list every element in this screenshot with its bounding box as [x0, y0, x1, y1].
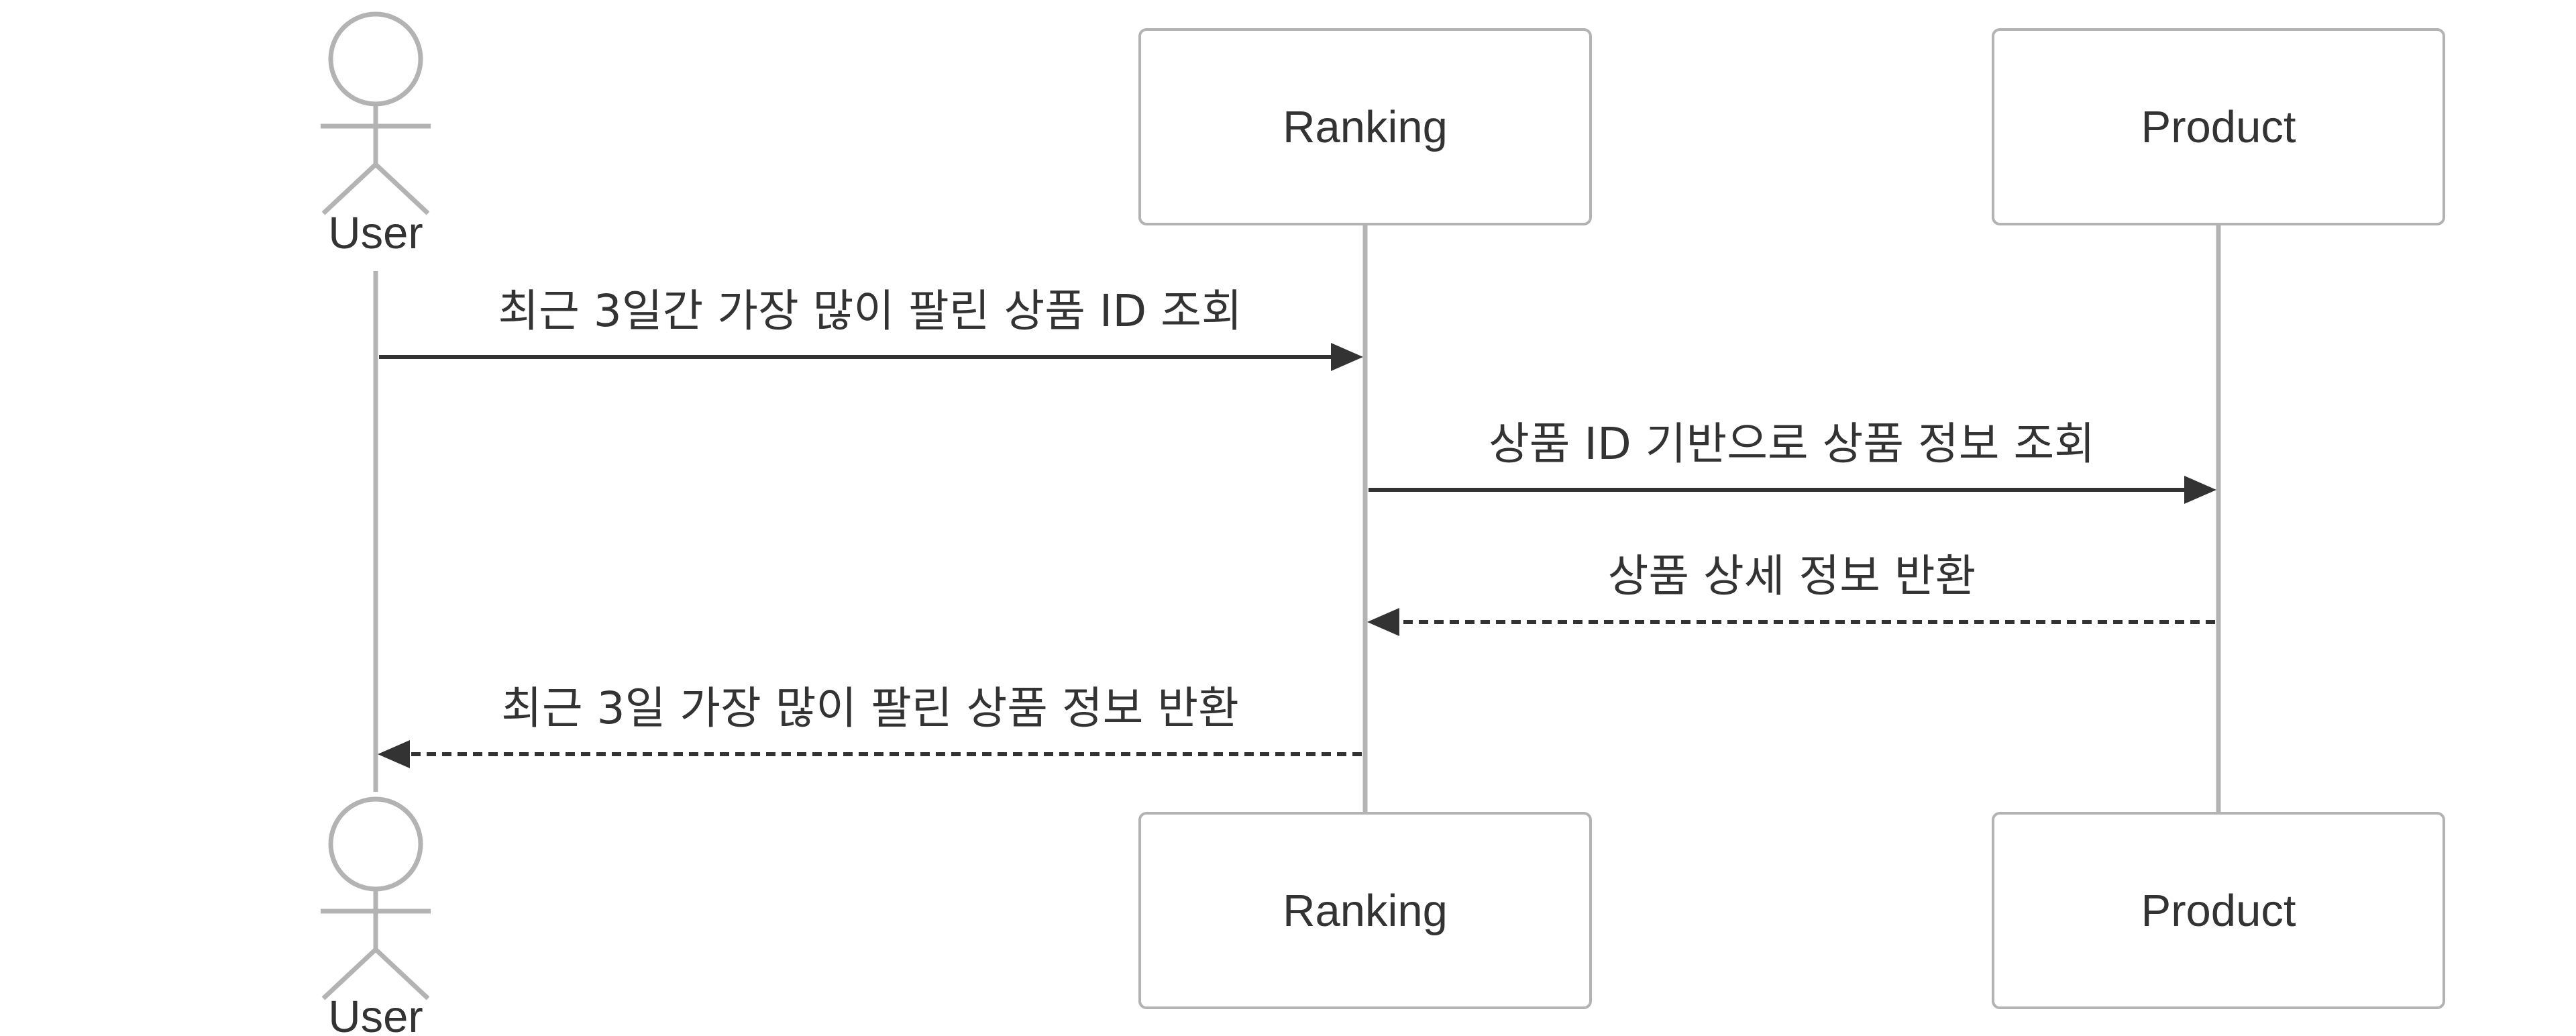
message-query-ids: 최근 3일간 가장 많이 팔린 상품 ID 조회 — [379, 285, 1363, 371]
message-return-top-products: 최근 3일 가장 많이 팔린 상품 정보 반환 — [378, 682, 1362, 768]
user-actor-figure-icon — [321, 796, 431, 1000]
arrow-left-icon — [378, 740, 410, 768]
message-return-details: 상품 상세 정보 반환 — [1367, 550, 2215, 636]
ranking-participant-label: Ranking — [1283, 886, 1448, 936]
ranking-participant-label: Ranking — [1283, 102, 1448, 152]
arrow-left-icon — [1367, 608, 1399, 636]
ranking-participant-bottom: Ranking — [1138, 812, 1592, 1009]
user-actor-top: User — [321, 11, 431, 258]
product-participant-top: Product — [1992, 28, 2445, 225]
user-actor-bottom: User — [321, 796, 431, 1036]
ranking-participant-box — [1138, 812, 1592, 1009]
product-participant-box — [1992, 28, 2445, 225]
user-actor-label: User — [328, 208, 423, 258]
message-label: 상품 상세 정보 반환 — [1608, 550, 1976, 602]
product-participant-bottom: Product — [1992, 812, 2445, 1009]
ranking-participant-top: Ranking — [1138, 28, 1592, 225]
message-label: 최근 3일 가장 많이 팔린 상품 정보 반환 — [501, 682, 1239, 734]
arrow-right-icon — [1331, 343, 1363, 371]
arrow-right-icon — [2184, 476, 2216, 504]
product-participant-label: Product — [2141, 886, 2296, 936]
ranking-participant-box — [1138, 28, 1592, 225]
message-label: 최근 3일간 가장 많이 팔린 상품 ID 조회 — [498, 285, 1242, 337]
user-actor-figure-icon — [321, 11, 431, 215]
message-query-products: 상품 ID 기반으로 상품 정보 조회 — [1368, 418, 2216, 504]
user-actor-label: User — [328, 992, 423, 1036]
message-label: 상품 ID 기반으로 상품 정보 조회 — [1489, 418, 2095, 470]
product-participant-label: Product — [2141, 102, 2296, 152]
product-participant-box — [1992, 812, 2445, 1009]
